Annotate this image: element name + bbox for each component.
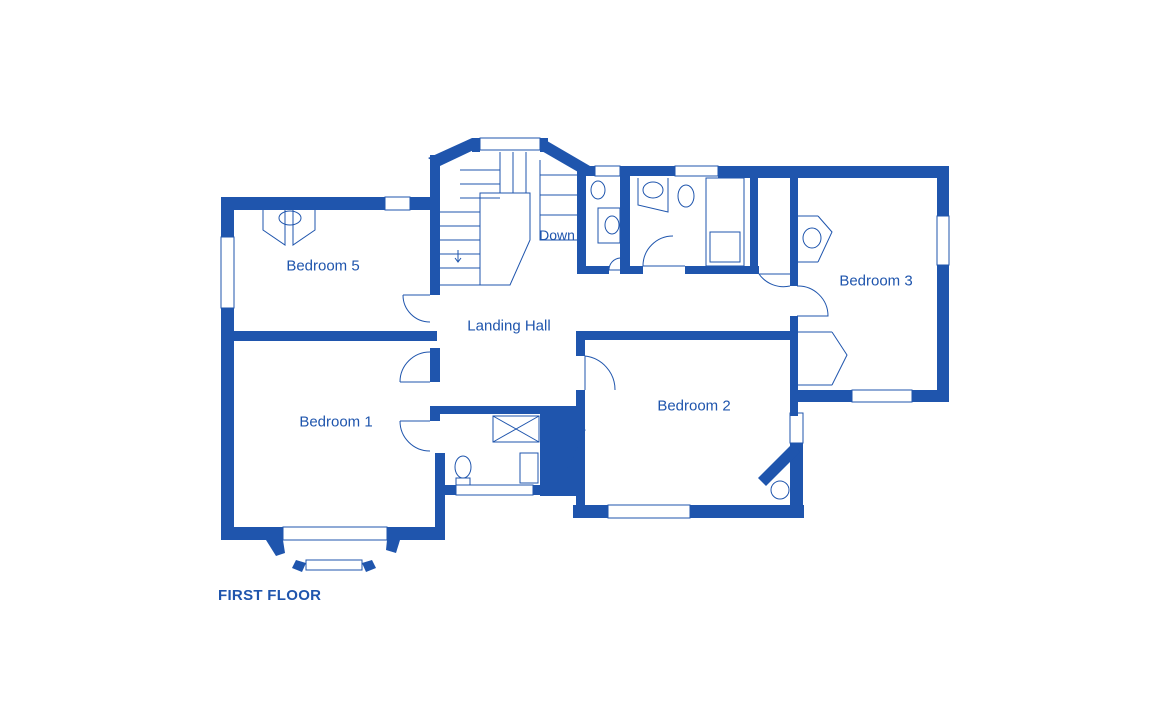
wall	[573, 505, 608, 518]
stair-treads	[440, 169, 500, 269]
window	[455, 484, 534, 496]
wardrobe	[798, 215, 833, 263]
door	[758, 273, 791, 288]
room-label-landing-hall: Landing Hall	[467, 317, 551, 335]
wall	[577, 166, 586, 274]
wall	[221, 197, 385, 210]
wall	[221, 331, 437, 341]
basin	[597, 207, 621, 244]
door	[584, 355, 616, 391]
wall	[435, 453, 445, 540]
room-label-bedroom-3: Bedroom 3	[839, 272, 913, 290]
wall	[690, 505, 804, 518]
wall	[937, 166, 949, 216]
bathtub	[705, 177, 745, 267]
wall	[685, 266, 759, 274]
door	[642, 235, 685, 267]
wall	[430, 348, 440, 382]
wall	[620, 166, 675, 176]
room-label-bedroom-2: Bedroom 2	[657, 397, 731, 415]
wall	[292, 560, 306, 572]
wall	[266, 540, 285, 556]
door	[608, 257, 621, 271]
wall	[576, 390, 585, 518]
door	[399, 420, 431, 452]
window	[282, 526, 388, 541]
wall	[576, 331, 797, 340]
wall	[750, 166, 758, 274]
toilet-cistern	[455, 477, 471, 486]
door	[402, 294, 431, 323]
toilet	[590, 180, 606, 200]
wall	[221, 308, 234, 540]
basin-bowl	[770, 480, 790, 500]
wall	[387, 527, 445, 540]
wall	[472, 138, 480, 152]
shower-tray	[492, 415, 540, 443]
window	[851, 389, 913, 403]
window	[305, 559, 363, 571]
wardrobe	[798, 331, 848, 386]
wall	[797, 390, 852, 402]
wall	[438, 485, 456, 495]
stair-arrow	[454, 250, 462, 263]
basin-bowl	[604, 215, 620, 235]
wall	[912, 390, 949, 402]
wall	[758, 443, 800, 486]
wall	[790, 166, 798, 286]
wall	[620, 266, 643, 274]
stairs-down-label: Down	[539, 227, 575, 243]
wall	[620, 166, 630, 274]
toilet	[454, 455, 472, 479]
room-label-bedroom-1: Bedroom 1	[299, 413, 373, 431]
floor-title: FIRST FLOOR	[218, 587, 322, 604]
wall	[790, 316, 798, 416]
fixtures	[220, 137, 950, 571]
wall	[576, 331, 585, 356]
wall	[221, 527, 283, 540]
wall	[790, 443, 803, 518]
walls	[221, 138, 949, 572]
window	[607, 504, 691, 519]
bathtub-inner	[709, 231, 741, 263]
basin-bowl	[278, 210, 302, 226]
room-label-bedroom-5: Bedroom 5	[286, 257, 360, 275]
wall	[577, 166, 595, 176]
stair-well	[440, 192, 531, 286]
wall	[718, 166, 948, 178]
wall	[428, 138, 478, 166]
window	[936, 215, 950, 266]
door	[796, 285, 829, 317]
wall	[386, 540, 400, 553]
basin	[519, 452, 539, 484]
basin	[637, 178, 669, 213]
basin-bowl	[802, 227, 822, 249]
window	[674, 165, 719, 177]
basin-bowl	[642, 181, 664, 199]
door	[399, 351, 431, 383]
wall	[440, 406, 580, 414]
stair-treads	[499, 152, 577, 241]
wall	[430, 155, 440, 295]
window	[220, 236, 235, 309]
wall	[430, 406, 440, 421]
window	[384, 196, 411, 211]
wardrobe	[567, 413, 586, 469]
wall	[577, 266, 609, 274]
toilet	[677, 184, 695, 208]
wardrobe	[262, 210, 316, 246]
window	[594, 165, 621, 177]
wall	[362, 560, 376, 572]
window	[479, 137, 541, 151]
window	[789, 412, 804, 444]
wall	[540, 410, 578, 496]
wall	[937, 265, 949, 401]
shower-tray-lines	[492, 415, 540, 443]
